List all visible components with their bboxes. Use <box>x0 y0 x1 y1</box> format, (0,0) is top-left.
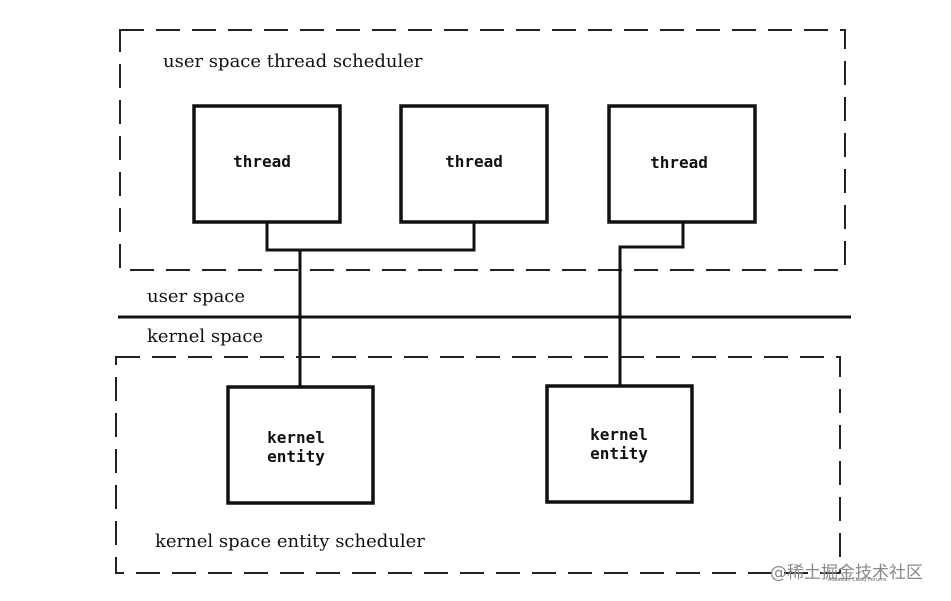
kernel-entity-2-line2: entity <box>590 444 648 463</box>
thread-box-1: thread <box>192 104 342 224</box>
user-space-label: user space <box>147 286 245 307</box>
user-space-scheduler-label: user space thread scheduler <box>163 51 423 72</box>
thread-label-2: thread <box>445 152 503 171</box>
kernel-space-scheduler-label: kernel space entity scheduler <box>155 531 425 552</box>
kernel-space-scheduler-region <box>115 356 841 574</box>
thread-label-3: thread <box>650 153 708 172</box>
kernel-space-label: kernel space <box>147 326 263 347</box>
thread-box-3: thread <box>607 104 757 224</box>
thread-box-2: thread <box>399 104 549 224</box>
kernel-entity-2-line1: kernel <box>590 425 648 444</box>
threads-1-2-connector <box>265 222 476 252</box>
kernel-entity-1-line1: kernel <box>267 428 325 447</box>
thread-3-to-kernel-entity-2-wire <box>618 222 685 386</box>
kernel-entity-1-line2: entity <box>267 447 325 466</box>
watermark-small-text: Atlassian Cloud Forums <box>828 577 887 583</box>
kernel-entity-box-1: kernel entity <box>226 385 375 505</box>
watermark-text: @稀土掘金技术社区 <box>770 563 923 583</box>
user-space-scheduler-region <box>119 29 846 271</box>
thread-label-1: thread <box>233 152 291 171</box>
kernel-entity-box-2: kernel entity <box>545 384 694 504</box>
